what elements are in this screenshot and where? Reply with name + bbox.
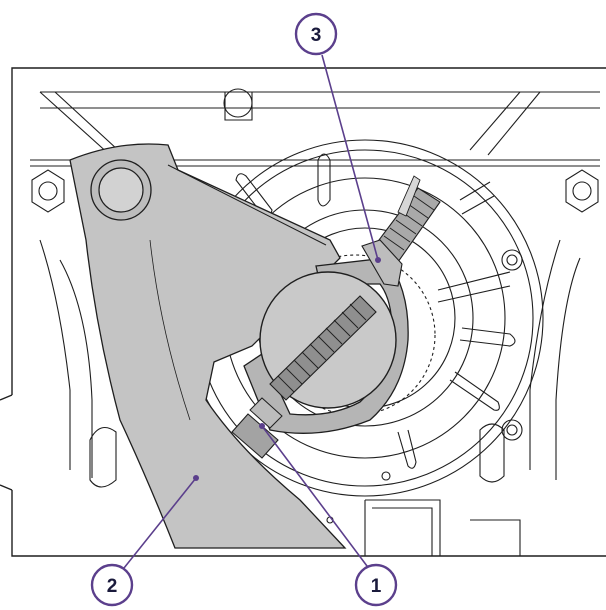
leader-line-2 [123, 477, 197, 569]
callout-ring [90, 563, 134, 607]
lever-arm [69, 143, 347, 549]
adjusting-screw-knurl [269, 295, 377, 401]
leader-lines [123, 54, 381, 571]
leader-line-3 [321, 54, 379, 261]
callout-1: 1 [354, 563, 398, 607]
callout-number: 1 [371, 576, 382, 597]
callout-3: 3 [294, 12, 338, 56]
callout-ring [354, 563, 398, 607]
leader-dot-1 [259, 423, 265, 429]
clamp-assembly [231, 175, 441, 459]
callout-number: 3 [311, 25, 322, 46]
leader-line-1 [261, 425, 371, 571]
clamp-screw [361, 175, 441, 287]
illustration-frame [0, 67, 606, 557]
leader-dot-2 [193, 475, 199, 481]
callout-ring [294, 12, 338, 56]
callout-2: 2 [90, 563, 134, 607]
leader-dot-3 [375, 257, 381, 263]
lower-screw [231, 397, 283, 459]
callout-number: 2 [107, 576, 118, 597]
